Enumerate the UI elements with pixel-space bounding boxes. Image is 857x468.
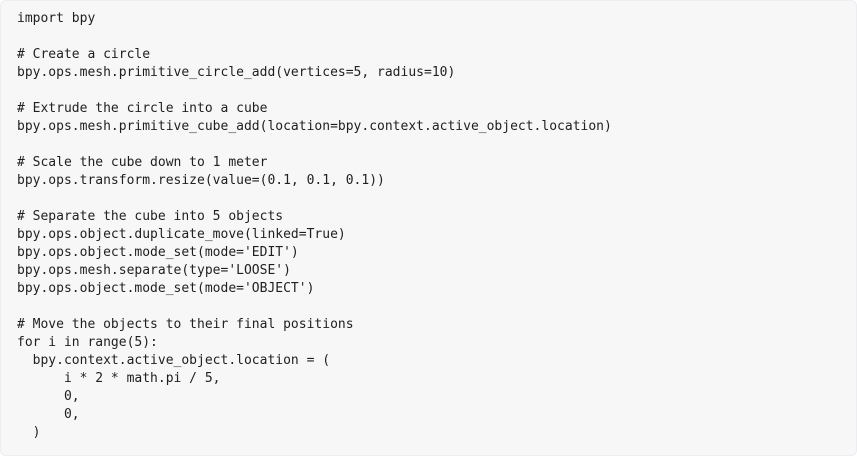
code-line [17, 136, 856, 154]
code-line: bpy.ops.object.mode_set(mode='OBJECT') [17, 281, 315, 296]
code-line: bpy.ops.object.duplicate_move(linked=Tru… [17, 227, 346, 242]
code-line: # Create a circle [17, 47, 151, 62]
code-line: ) [17, 425, 41, 440]
code-line: bpy.ops.object.mode_set(mode='EDIT') [17, 245, 299, 260]
code-line: # Scale the cube down to 1 meter [17, 155, 268, 170]
code-block: import bpy # Create a circle bpy.ops.mesh.… [0, 0, 857, 456]
code-line: bpy.ops.mesh.primitive_circle_add(vertic… [17, 65, 456, 80]
code-line: # Extrude the circle into a cube [17, 101, 268, 116]
code-line [17, 28, 856, 46]
code-line: # Move the objects to their final positi… [17, 317, 354, 332]
code-line: i * 2 * math.pi / 5, [17, 371, 221, 386]
code-line: bpy.ops.mesh.separate(type='LOOSE') [17, 263, 291, 278]
code-line: # Separate the cube into 5 objects [17, 209, 284, 224]
code-line [17, 190, 856, 208]
code-line: bpy.ops.transform.resize(value=(0.1, 0.1… [17, 173, 385, 188]
code-line: for i in range(5): [17, 335, 158, 350]
code-line: import bpy [17, 11, 96, 26]
code-line [17, 298, 856, 316]
code-line: 0, [17, 407, 80, 422]
code-line: bpy.context.active_object.location = ( [17, 353, 331, 368]
code-content: import bpy # Create a circle bpy.ops.mesh.… [17, 10, 856, 442]
code-line: 0, [17, 389, 80, 404]
code-line [17, 82, 856, 100]
code-line: bpy.ops.mesh.primitive_cube_add(location… [17, 119, 612, 134]
